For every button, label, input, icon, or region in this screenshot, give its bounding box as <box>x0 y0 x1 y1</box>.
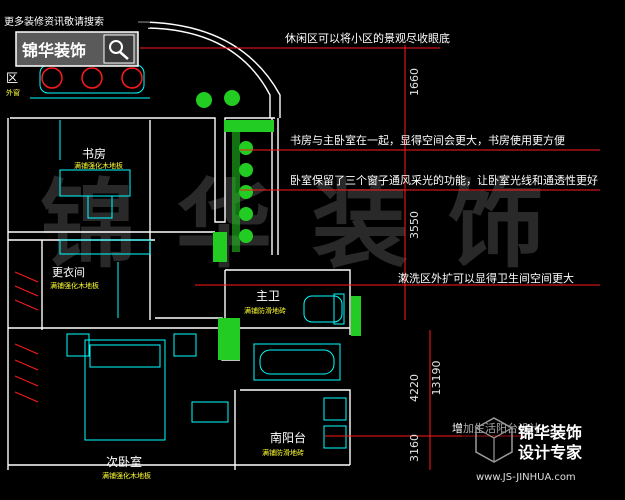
annotation-leisure: 休闲区可以将小区的景观尽收眼底 <box>285 31 450 45</box>
plant-icon <box>196 90 253 243</box>
green-wall-sections <box>213 120 361 360</box>
search-prompt-text: 更多装修资讯敬请搜索 <box>4 15 104 28</box>
room-second-bedroom-label: 次卧室 <box>106 454 142 469</box>
dimension-4220: 4220 <box>408 374 421 402</box>
room-cloakroom-label: 更衣间 <box>52 265 85 279</box>
bed-icon <box>14 333 229 441</box>
annotation-study: 书房与主卧室在一起，显得空间会更大，书房使用更方便 <box>290 133 565 147</box>
sofa-icon <box>30 64 150 99</box>
annotation-bedroom-windows: 卧室保留了三个窗子通风采光的功能，让卧室光线和通透性更好 <box>290 173 598 187</box>
room-left-area: 区 <box>6 71 18 85</box>
room-south-balcony-label: 南阳台 <box>270 430 306 445</box>
dimension-3550: 3550 <box>408 211 421 239</box>
study-desk <box>59 120 131 219</box>
cloakroom-shelves <box>14 239 151 318</box>
room-study-floor: 满铺强化木地板 <box>74 161 123 170</box>
room-cloakroom-floor: 满铺强化木地板 <box>50 281 99 290</box>
annotation-balcony: 增加生活阳台设计 <box>452 421 540 435</box>
brand-url: www.JS-JINHUA.com <box>476 472 576 483</box>
room-study-label: 书房 <box>82 146 106 161</box>
bathtub-icon <box>253 343 341 381</box>
room-south-balcony-floor: 满铺防滑地砖 <box>262 448 304 457</box>
room-left-area-sub: 外窗 <box>6 88 20 97</box>
dimension-lines <box>404 45 431 470</box>
dimension-13190: 13190 <box>430 361 443 396</box>
walls <box>7 21 351 470</box>
search-icon[interactable] <box>103 34 135 64</box>
watermark-text: 锦华装饰 <box>40 168 584 281</box>
room-master-bath-floor: 满铺防滑地砖 <box>244 306 286 315</box>
room-second-bedroom-floor: 满铺强化木地板 <box>102 471 151 480</box>
cube-logo-icon <box>475 417 513 463</box>
brand-logo-bottom: 锦华装饰 设计专家 www.JS-JINHUA.com <box>462 416 622 486</box>
balcony-fixtures <box>323 397 347 449</box>
room-master-bath-label: 主卫 <box>256 289 280 303</box>
brand-tagline: 设计专家 <box>518 443 583 462</box>
brand-name: 锦华装饰 <box>22 41 86 60</box>
annotation-lines <box>140 47 600 437</box>
annotation-washroom: 漱洗区外扩可以显得卫生间空间更大 <box>398 271 574 285</box>
brand-banner-top[interactable]: 更多装修资讯敬请搜索 锦华装饰 <box>0 14 150 67</box>
dimension-3160: 3160 <box>408 434 421 462</box>
dimension-1660: 1660 <box>408 68 421 96</box>
brand-name-bottom: 锦华装饰 <box>518 423 582 442</box>
toilet-icon <box>303 293 345 325</box>
